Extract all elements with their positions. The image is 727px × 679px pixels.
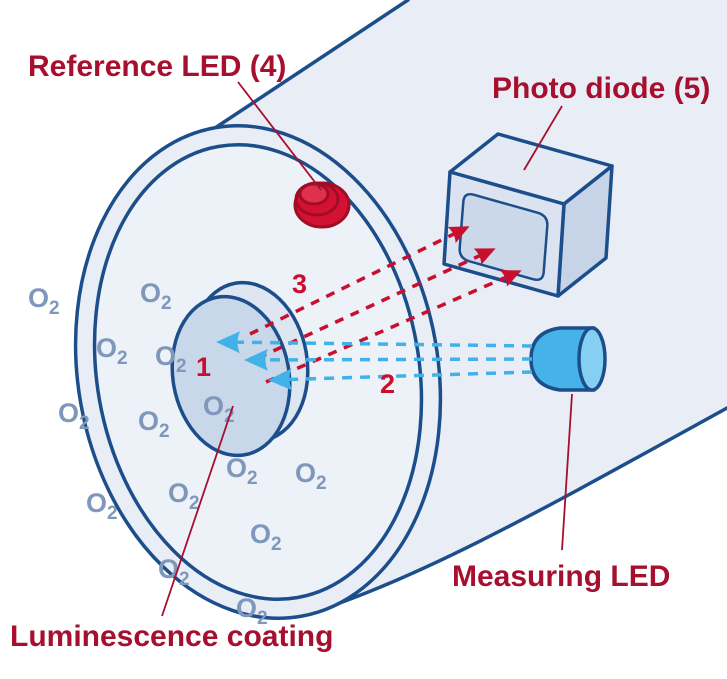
label-reference-led: Reference LED (4) bbox=[28, 50, 286, 83]
emission-arrows: 3 bbox=[249, 226, 522, 384]
o2-molecule: O2 bbox=[295, 458, 327, 494]
excitation-arrow bbox=[216, 331, 533, 354]
leader-line-measuring-led bbox=[561, 393, 573, 551]
reference-led-core bbox=[298, 182, 330, 206]
sensor-spot-face bbox=[170, 294, 292, 458]
excitation-arrow bbox=[244, 348, 533, 371]
o2-molecule: O2 bbox=[226, 453, 258, 489]
o2-molecule: O2 bbox=[155, 341, 187, 377]
o2-molecule: O2 bbox=[158, 554, 190, 590]
emission-number: 3 bbox=[292, 269, 307, 299]
o2-molecule: O2 bbox=[138, 406, 170, 442]
o2-molecule: O2 bbox=[58, 398, 90, 434]
o2-molecule: O2 bbox=[140, 278, 172, 314]
label-photo-diode: Photo diode (5) bbox=[492, 72, 710, 105]
excitation-number: 2 bbox=[380, 369, 395, 399]
o2-molecule: O2 bbox=[250, 519, 282, 555]
o2-molecule: O2 bbox=[28, 283, 60, 319]
label-luminescence-coating: Luminescence coating bbox=[10, 620, 333, 653]
sensor-spot bbox=[170, 280, 310, 458]
oxygen-molecules: O2 O2 O2 O2 O2 O2 O2 O2 O2 O2 O2 O2 O2 O… bbox=[28, 278, 327, 629]
excitation-arrow bbox=[268, 368, 533, 391]
photo-diode-box bbox=[442, 132, 614, 298]
label-measuring-led: Measuring LED bbox=[452, 560, 670, 593]
emission-arrow bbox=[257, 248, 496, 360]
measuring-led-icon bbox=[529, 326, 607, 392]
coating-number: 1 bbox=[196, 352, 211, 382]
o2-molecule: O2 bbox=[96, 333, 128, 369]
measuring-led-cap bbox=[577, 326, 607, 392]
cylinder-top-edge bbox=[213, 0, 410, 130]
leader-line-luminescence bbox=[161, 405, 234, 617]
o2-molecule: O2 bbox=[236, 593, 268, 629]
emission-arrow bbox=[265, 270, 522, 384]
cylinder-bottom-edge bbox=[299, 406, 727, 618]
cylinder-body bbox=[215, 0, 727, 616]
leader-line-reference-led bbox=[237, 81, 322, 191]
o2-molecule: O2 bbox=[168, 478, 200, 514]
o2-molecule: O2 bbox=[86, 488, 118, 524]
emission-arrow bbox=[249, 226, 470, 336]
excitation-arrows: 2 bbox=[216, 331, 533, 399]
leader-line-photo-diode bbox=[523, 105, 563, 171]
reference-led-icon bbox=[293, 181, 351, 229]
